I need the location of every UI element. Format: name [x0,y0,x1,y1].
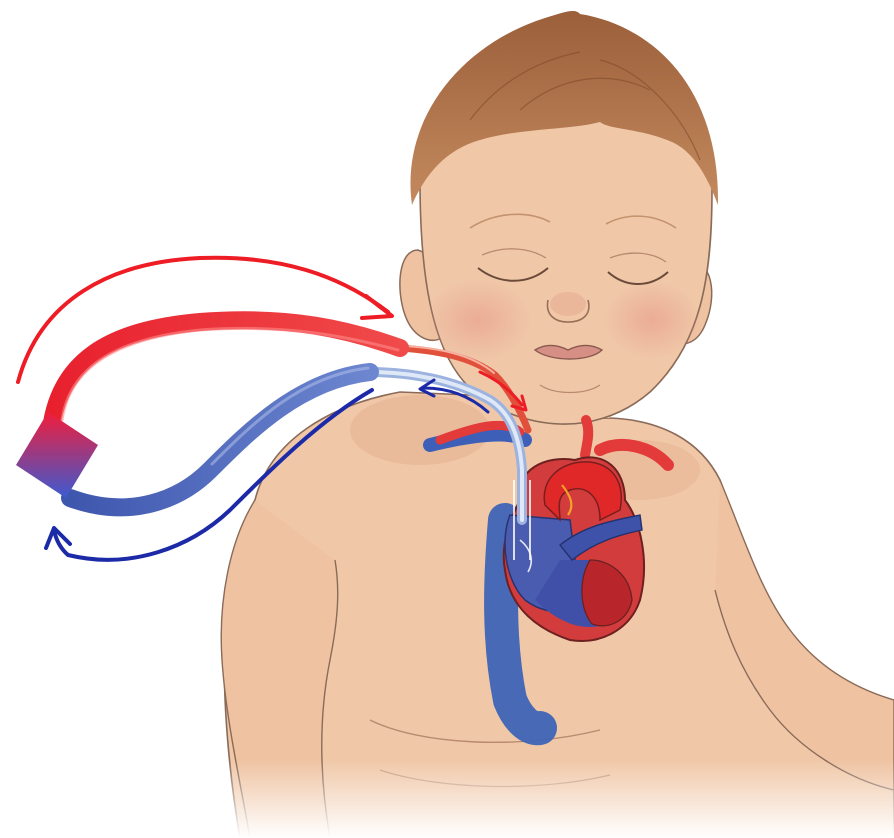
aortic-branch [585,420,588,455]
infant-head [400,11,718,424]
right-cheek [602,280,702,360]
nose-tip [550,292,586,316]
bottom-fade [200,760,894,838]
oxygenator-pump [16,412,98,498]
